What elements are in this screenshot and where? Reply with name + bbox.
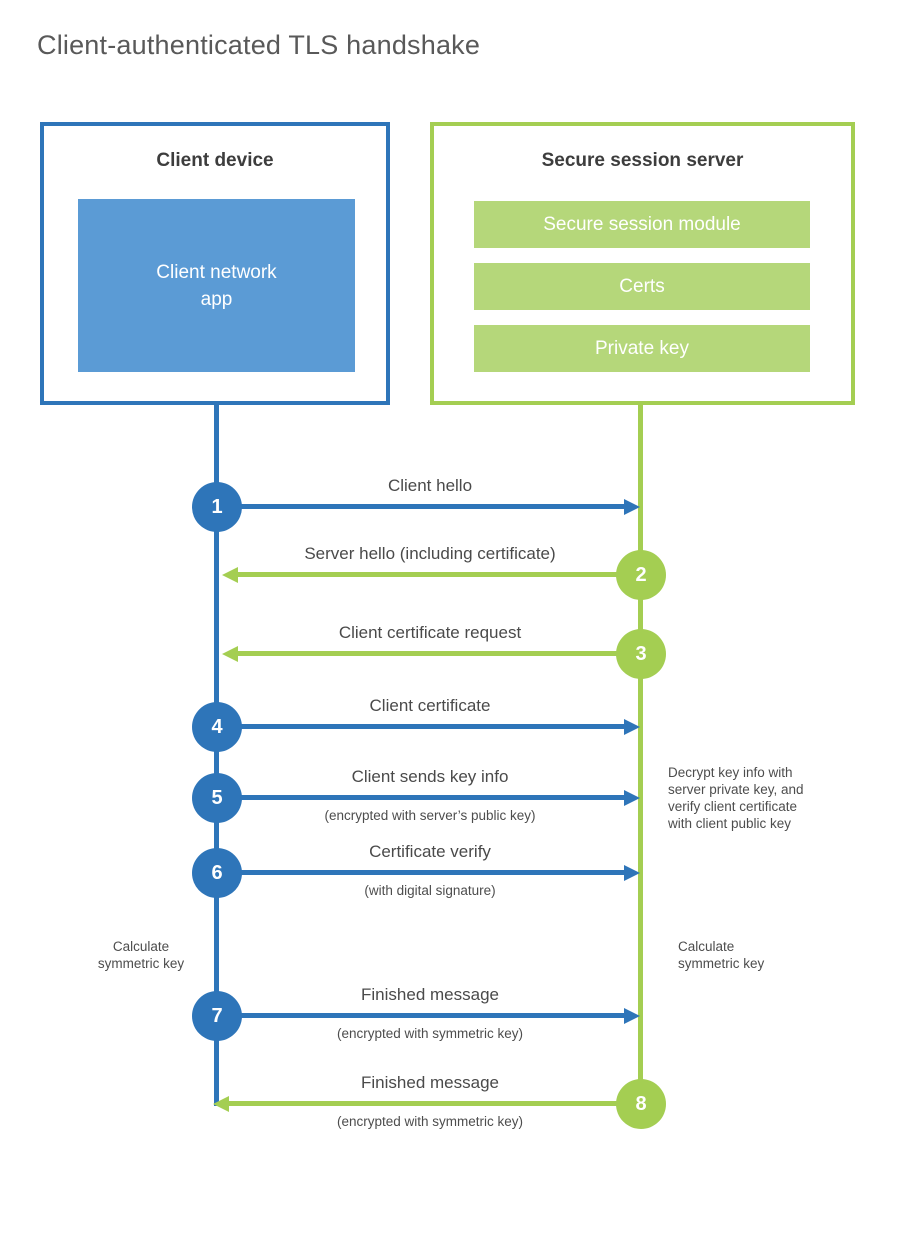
step-7-arrowhead: [624, 1008, 640, 1024]
step-5-sublabel: (encrypted with server’s public key): [324, 808, 536, 823]
step-8-arrow: [229, 1101, 618, 1106]
step-1-arrow: [240, 504, 624, 509]
step-1-label: Client hello: [387, 476, 473, 495]
step-8-label: Finished message: [361, 1073, 499, 1092]
server-module-certs: Certs: [474, 263, 810, 310]
step-4-circle: 4: [192, 702, 242, 752]
step-8-circle: 8: [616, 1079, 666, 1129]
step-1-arrowhead: [624, 499, 640, 515]
step-8-sublabel: (encrypted with symmetric key): [336, 1114, 524, 1129]
step-2-label: Server hello (including certificate): [304, 544, 556, 563]
step-5-arrowhead: [624, 790, 640, 806]
step-7-sublabel: (encrypted with symmetric key): [336, 1026, 524, 1041]
step-4-arrowhead: [624, 719, 640, 735]
step-5-label: Client sends key info: [351, 767, 509, 786]
step-5-circle: 5: [192, 773, 242, 823]
step-6-arrow: [240, 870, 624, 875]
client-lifeline: [214, 403, 219, 1106]
step-6-sublabel: (with digital signature): [364, 883, 496, 898]
decrypt-key-note: Decrypt key info with server private key…: [668, 765, 804, 831]
step-3-circle: 3: [616, 629, 666, 679]
step-5-arrow: [240, 795, 624, 800]
step-3-arrow: [238, 651, 618, 656]
step-4-label: Client certificate: [369, 696, 491, 715]
step-4-arrow: [240, 724, 624, 729]
step-1-circle: 1: [192, 482, 242, 532]
step-2-circle: 2: [616, 550, 666, 600]
step-6-arrowhead: [624, 865, 640, 881]
step-3-arrowhead: [222, 646, 238, 662]
step-2-arrow: [238, 572, 618, 577]
step-8-arrowhead: [213, 1096, 229, 1112]
step-6-label: Certificate verify: [369, 842, 491, 861]
calculate-symmetric-key-left: Calculate symmetric key: [97, 939, 185, 971]
step-7-arrow: [240, 1013, 624, 1018]
step-6-circle: 6: [192, 848, 242, 898]
server-title: Secure session server: [541, 150, 744, 171]
server-module-private-key: Private key: [474, 325, 810, 372]
server-module-secure-session: Secure session module: [474, 201, 810, 248]
client-network-app-box: Client network app: [78, 199, 355, 372]
step-2-arrowhead: [222, 567, 238, 583]
step-7-label: Finished message: [361, 985, 499, 1004]
step-3-label: Client certificate request: [338, 623, 522, 642]
step-7-circle: 7: [192, 991, 242, 1041]
calculate-symmetric-key-right: Calculate symmetric key: [678, 939, 765, 971]
server-lifeline: [638, 403, 643, 1106]
client-device-title: Client device: [156, 150, 274, 171]
page-title: Client-authenticated TLS handshake: [37, 30, 481, 60]
